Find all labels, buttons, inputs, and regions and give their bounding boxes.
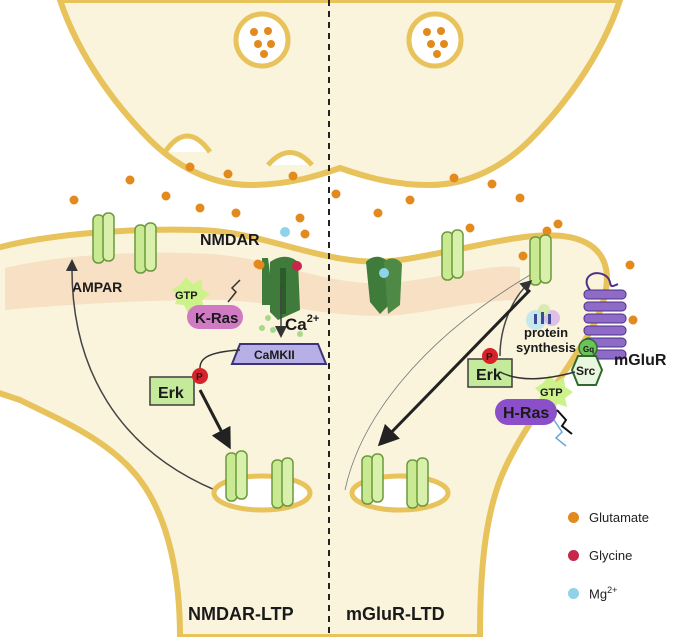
ampar-receptor (225, 450, 248, 502)
phospho-label-right: P (486, 352, 493, 363)
synthesis-to-ampar-arrow (499, 279, 533, 357)
glutamate-molecules (69, 162, 638, 325)
calcium-ions (259, 315, 303, 337)
glutamate-site (255, 260, 265, 270)
ampar-receptor (406, 457, 429, 509)
h-ras-label: H-Ras (503, 405, 549, 422)
k-ras-protein (187, 305, 243, 329)
ampar-insertion-arrow (65, 259, 216, 491)
synthesis-label: synthesis (516, 340, 576, 355)
panel-title-left: NMDAR-LTP (188, 604, 294, 624)
legend-item-glycine: Glycine (568, 536, 678, 574)
lipid-anchor-right (556, 409, 573, 435)
lipid-anchor-right-2 (553, 419, 567, 447)
gtp-badge-left (172, 277, 210, 313)
diffuse-path-right (344, 274, 531, 491)
legend-item-mg: Mg2+ (568, 574, 678, 612)
synaptic-vesicle (406, 11, 464, 69)
ampar-endocytosis-arrow (377, 288, 532, 447)
mglur-label: mGluR (614, 352, 667, 369)
mg-dot-icon (568, 587, 579, 599)
src-to-erk-path (499, 371, 576, 380)
glycine-dot-icon (568, 549, 579, 561)
gq-label: Gq (583, 345, 594, 354)
synaptic-vesicle (233, 11, 291, 69)
ampar-receptor (134, 222, 157, 274)
protein-label: protein (524, 325, 568, 340)
h-ras-protein (495, 399, 557, 425)
ampar-receptor (529, 234, 552, 286)
ribosome-icon (526, 304, 560, 330)
phospho-right (482, 348, 498, 364)
glutamate-dot-icon (568, 511, 579, 523)
src-label: Src (576, 364, 596, 378)
nmdar-label: NMDAR (200, 232, 260, 249)
nmdar-receptor (262, 256, 300, 320)
k-ras-label: K-Ras (195, 310, 238, 327)
ampar-receptor (271, 457, 294, 509)
erk-label-left: Erk (158, 385, 184, 402)
legend-label-glycine: Glycine (589, 547, 633, 563)
legend-item-glutamate: Glutamate (568, 498, 678, 536)
camkii-to-erk-path (199, 349, 241, 369)
ampar-label: AMPAR (72, 279, 122, 295)
calcium-label: Ca2+ (285, 313, 319, 334)
legend-label-glutamate: Glutamate (589, 509, 649, 525)
mg-ion-right (379, 268, 389, 278)
legend-label-mg: Mg2+ (589, 584, 618, 602)
erk-to-ampar-arrow (198, 389, 231, 450)
presynaptic-terminal (56, 0, 624, 189)
ampar-receptor (441, 229, 464, 281)
glycine-site (292, 261, 302, 271)
mg-ion (280, 227, 290, 237)
gtp-label-left: GTP (175, 290, 198, 302)
release-sites (162, 133, 314, 167)
camkii-label: CaMKII (254, 348, 295, 362)
phospho-label-left: P (196, 372, 203, 383)
camkii-protein (230, 343, 328, 365)
panel-title-right: mGluR-LTD (346, 604, 445, 624)
ampar-receptor (361, 453, 384, 505)
erk-label-right: Erk (476, 367, 502, 384)
erk-box-left (149, 376, 195, 406)
gtp-label-right: GTP (540, 387, 563, 399)
src-protein (570, 355, 604, 386)
lipid-anchor-left (227, 279, 241, 303)
legend: Glutamate Glycine Mg2+ (568, 498, 678, 612)
phospho-left (192, 368, 208, 384)
ampar-receptor (92, 212, 115, 264)
